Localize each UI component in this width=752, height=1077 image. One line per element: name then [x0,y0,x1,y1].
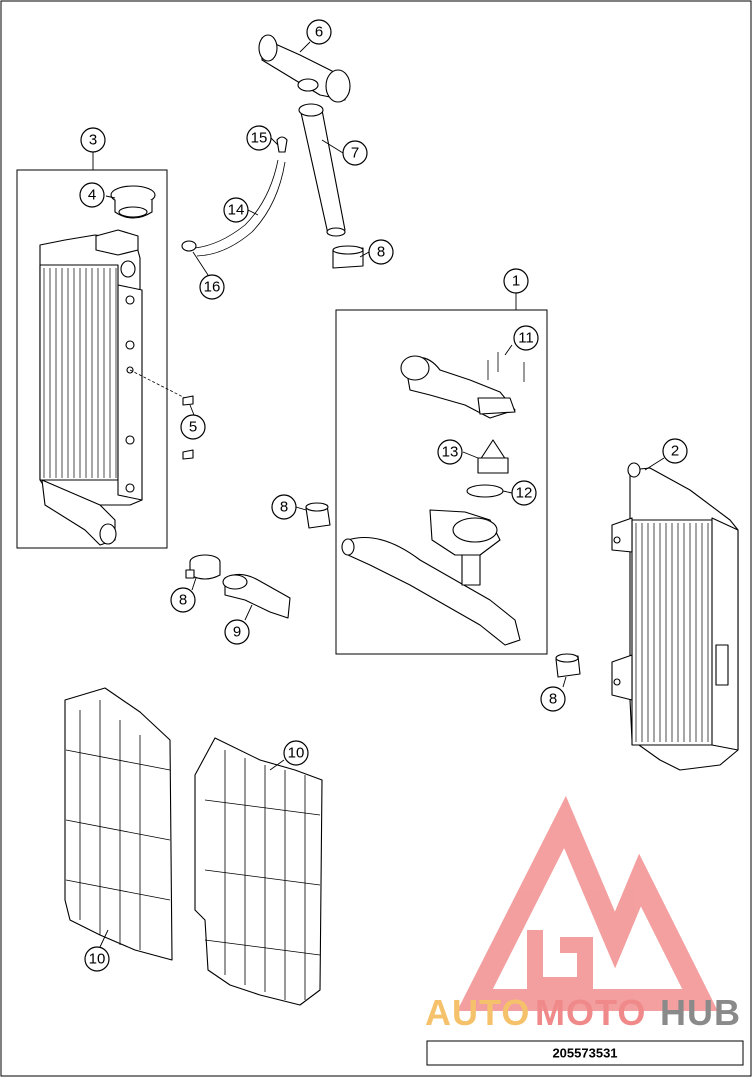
callout-circle [271,494,297,520]
callout-circle [246,125,272,151]
callout-circle [180,414,206,440]
callout-circle [306,19,332,45]
callout-circle [79,182,105,208]
thermostat [477,439,509,474]
callout-c14: 14 [223,197,249,223]
watermark-hub: HUB [660,992,741,1033]
leader-lines [99,41,665,948]
group-box-1 [335,309,548,655]
callout-c4: 4 [79,182,105,208]
diagram-code-box [426,1040,744,1066]
callout-c9: 9 [224,619,250,645]
hose-clamp-lower [185,554,221,580]
callout-label: 3 [89,132,97,149]
callout-c16: 16 [199,274,225,300]
callout-label: 10 [89,951,106,968]
callout-c5: 5 [180,414,206,440]
hose-connector-top [258,34,351,103]
thermostat-housing [400,355,516,419]
callout-circle [513,325,539,351]
callout-c2: 2 [662,438,688,464]
callout-c7: 7 [342,140,368,166]
callout-c10b: 10 [84,946,110,972]
lower-hose-assembly [341,509,521,646]
callout-label: 8 [549,691,557,708]
watermark-logo [457,795,718,1011]
callout-c10a: 10 [283,740,309,766]
screws [182,395,194,460]
radiator-guard-right [194,737,323,1006]
callout-c3: 3 [80,127,106,153]
hose-sleeve-right [555,653,581,678]
callout-label: 1 [512,273,520,290]
small-clamp-15 [276,136,288,153]
callout-circle [503,268,529,294]
callout-c15: 15 [246,125,272,151]
callout-label: 11 [518,330,534,347]
callout-label: 6 [315,24,323,41]
callout-circle [223,197,249,223]
callout-circle [662,438,688,464]
callout-c8b: 8 [271,494,297,520]
callout-label: 10 [288,745,305,762]
radiator-cap [110,185,156,219]
callout-label: 16 [204,279,221,296]
hose-pipe [298,103,346,237]
callout-circle [80,127,106,153]
bolts-11 [487,352,525,382]
callout-label: 4 [88,187,96,204]
callout-circle [84,946,110,972]
callout-label: 2 [671,443,679,460]
callout-label: 8 [179,592,187,609]
callout-circle [511,480,537,506]
callout-label: 7 [351,145,359,162]
callout-label: 13 [442,444,459,461]
callout-label: 9 [233,624,241,641]
small-hose [194,159,286,257]
callout-c12: 12 [511,480,537,506]
hose-9 [222,573,291,619]
callout-label: 8 [377,244,385,261]
hose-sleeve-8 [305,502,331,529]
callout-c1: 1 [503,268,529,294]
callout-circle [540,686,566,712]
callout-circle [283,740,309,766]
callout-circle [342,140,368,166]
callout-label: 14 [228,202,245,219]
callout-label: 8 [280,499,288,516]
callout-circle [368,239,394,265]
callout-label: 15 [251,130,268,147]
callout-c13: 13 [437,439,463,465]
callout-circle [199,274,225,300]
callout-circle [224,619,250,645]
watermark-auto: AUTO [425,992,530,1033]
radiator-right [611,462,739,771]
diagram-code: 205573531 [552,1046,617,1061]
callout-circle [170,587,196,613]
small-clamp-16 [181,240,197,252]
watermark-moto: MOTO [535,992,646,1033]
watermark-text: AUTO MOTO HUB [425,992,741,1033]
callout-c8d: 8 [540,686,566,712]
callout-c6: 6 [306,19,332,45]
callout-c11: 11 [513,325,539,351]
o-ring [466,484,504,498]
group-box-3 [16,169,168,549]
hose-clamp-top [332,245,364,269]
callout-label: 12 [516,485,533,502]
radiator-guard-left [64,687,173,961]
radiator-left [39,229,143,546]
callout-circle [437,439,463,465]
callout-c8a: 8 [368,239,394,265]
callout-label: 5 [189,419,197,436]
callout-c8c: 8 [170,587,196,613]
